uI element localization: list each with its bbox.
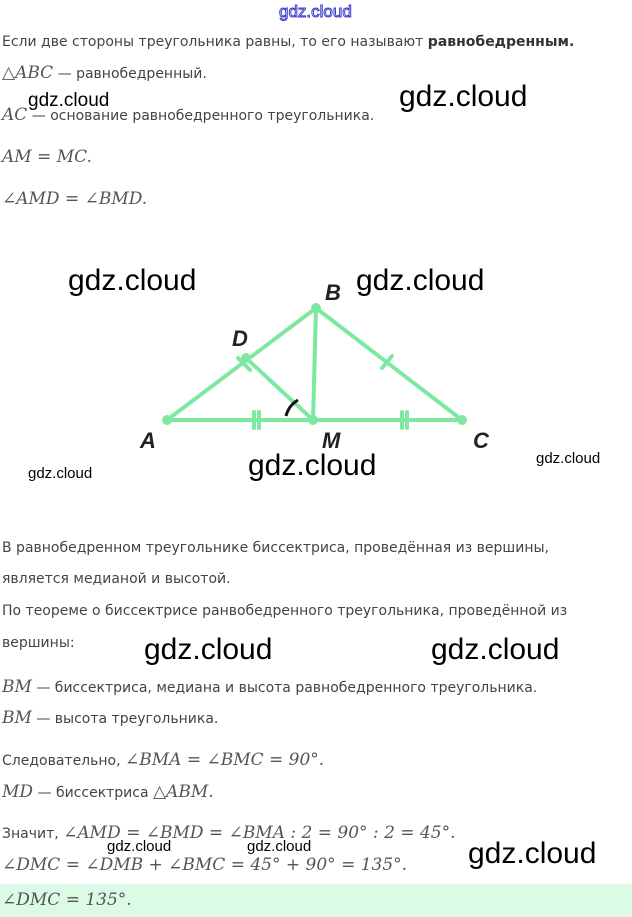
math: △ABC bbox=[2, 63, 54, 83]
math: △ABM. bbox=[153, 782, 214, 802]
label-m: M bbox=[322, 428, 341, 453]
solution-line-6: BM — высота треугольника. bbox=[2, 709, 218, 728]
answer: ∠DMC = 135°. bbox=[2, 890, 132, 910]
watermark: gdz.cloud bbox=[144, 633, 273, 666]
label-b: B bbox=[325, 280, 341, 305]
text: — высота треугольника. bbox=[31, 711, 219, 727]
watermark: gdz.cloud bbox=[247, 838, 312, 855]
label-c: C bbox=[473, 428, 490, 453]
angle-arc bbox=[284, 398, 299, 417]
label-a: A bbox=[139, 428, 156, 453]
watermark: gdz.cloud bbox=[399, 80, 528, 113]
math: ∠BMA = ∠BMC = 90°. bbox=[125, 750, 325, 770]
solution-line-8: MD — биссектриса △ABM. bbox=[2, 783, 214, 802]
solution-line-9: Значит, ∠AMD = ∠BMD = ∠BMA : 2 = 90° : 2… bbox=[2, 824, 455, 843]
solution-line-10: ∠DMC = ∠DMB + ∠BMC = 45° + 90° = 135°. bbox=[2, 856, 407, 875]
math: ∠AMD = ∠BMD = ∠BMA : 2 = 90° : 2 = 45°. bbox=[63, 823, 456, 843]
solution-line-7: Следовательно, ∠BMA = ∠BMC = 90°. bbox=[2, 751, 324, 770]
math: ∠DMC = ∠DMB + ∠BMC = 45° + 90° = 135°. bbox=[2, 855, 408, 875]
watermark: gdz.cloud bbox=[68, 264, 197, 297]
text: — биссектриса bbox=[33, 785, 154, 801]
answer-box: ∠DMC = 135°. bbox=[0, 884, 632, 917]
text: — биссектриса, медиана и высота равнобед… bbox=[31, 680, 538, 696]
solution-p2: является медианой и высотой. bbox=[2, 571, 231, 587]
text: Значит, bbox=[2, 826, 64, 842]
math: AM = MC. bbox=[2, 147, 92, 167]
math: BM bbox=[2, 677, 32, 697]
side-bc bbox=[314, 306, 464, 422]
segment-md bbox=[244, 356, 315, 422]
watermark: gdz.cloud bbox=[468, 837, 597, 870]
solution-p1: В равнобедренном треугольнике биссектрис… bbox=[2, 540, 549, 556]
watermark: gdz.cloud bbox=[356, 264, 485, 297]
bold-term: равнобедренным. bbox=[427, 34, 575, 50]
solution-line-5: BM — биссектриса, медиана и высота равно… bbox=[2, 678, 537, 697]
text: Если две стороны треугольника равны, то … bbox=[2, 34, 428, 50]
watermark: gdz.cloud bbox=[279, 2, 353, 22]
solution-p4: вершины: bbox=[2, 635, 75, 651]
text: Следовательно, bbox=[2, 753, 125, 769]
math: MD bbox=[2, 782, 34, 802]
intro-line-1: Если две стороны треугольника равны, то … bbox=[2, 33, 574, 51]
intro-line-3: AC — основание равнобедренного треугольн… bbox=[2, 106, 374, 125]
text: — основание равнобедренного треугольника… bbox=[27, 108, 375, 124]
intro-line-4: AM = MC. bbox=[2, 148, 92, 167]
math: AC bbox=[2, 105, 28, 125]
intro-line-5: ∠AMD = ∠BMD. bbox=[2, 190, 147, 209]
watermark: gdz.cloud bbox=[431, 633, 560, 666]
math: BM bbox=[2, 708, 32, 728]
triangle-diagram: A B C D M bbox=[139, 280, 490, 453]
watermark: gdz.cloud bbox=[536, 450, 601, 467]
watermark: gdz.cloud bbox=[28, 90, 110, 111]
intro-line-2: △ABC — равнобедренный. bbox=[2, 64, 207, 83]
math: ∠AMD = ∠BMD. bbox=[2, 189, 148, 209]
solution-p3: По теореме о биссектрисе ранвобедренного… bbox=[2, 603, 568, 619]
watermark: gdz.cloud bbox=[248, 449, 377, 482]
label-d: D bbox=[232, 326, 248, 351]
watermark: gdz.cloud bbox=[28, 465, 93, 482]
text: — равнобедренный. bbox=[53, 66, 207, 82]
watermark: gdz.cloud bbox=[107, 838, 172, 855]
segment-bm bbox=[311, 306, 318, 422]
